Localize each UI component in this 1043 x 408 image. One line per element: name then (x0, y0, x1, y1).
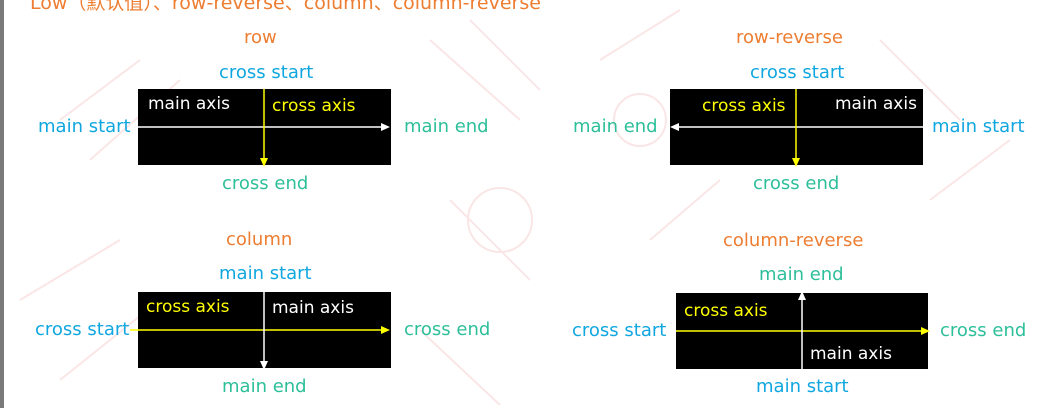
row-reverse-cross-axis-label: cross axis (702, 96, 786, 116)
row-left-label: main start (38, 116, 131, 137)
column-bottom-label: main end (222, 376, 307, 397)
column-reverse-bottom-label: main start (756, 376, 849, 397)
column-main-axis-arrow (260, 292, 268, 370)
row-reverse-cross-axis-arrow (792, 89, 800, 167)
column-reverse-cross-axis-arrow (676, 327, 930, 335)
row-reverse-main-axis-arrow (670, 123, 930, 131)
row-bottom-label: cross end (222, 173, 309, 194)
row-reverse-main-axis-label: main axis (835, 94, 917, 114)
row-reverse-bottom-label: cross end (753, 173, 840, 194)
row-reverse-left-label: main end (573, 116, 658, 137)
column-reverse-cross-axis-label: cross axis (684, 301, 768, 321)
column-right-label: cross end (404, 319, 491, 340)
row-reverse-flex-container: cross axis main axis (670, 89, 930, 167)
column-reverse-main-axis-arrow (798, 291, 806, 369)
row-cross-axis-arrow (260, 89, 268, 167)
row-main-axis-arrow (130, 123, 390, 131)
row-title: row (244, 27, 277, 48)
column-reverse-top-label: main end (759, 264, 844, 285)
row-flex-container: main axis cross axis (130, 89, 391, 167)
column-cross-axis-label: cross axis (146, 297, 230, 317)
row-top-label: cross start (219, 62, 314, 83)
column-reverse-right-label: cross end (940, 320, 1027, 341)
column-reverse-main-axis-label: main axis (810, 344, 892, 364)
row-reverse-title: row-reverse (736, 27, 843, 48)
column-top-label: main start (219, 263, 312, 284)
column-reverse-flex-container: cross axis main axis (676, 291, 930, 369)
slide-edge (0, 0, 4, 408)
header-text: Low（默认值）、row-reverse、column、column-rever… (30, 0, 541, 14)
row-reverse-right-label: main start (932, 116, 1025, 137)
column-main-axis-label: main axis (272, 298, 354, 318)
column-cross-axis-arrow (130, 326, 390, 334)
column-flex-container: cross axis main axis (130, 292, 391, 370)
column-reverse-title: column-reverse (723, 230, 864, 251)
row-reverse-top-label: cross start (750, 62, 845, 83)
column-reverse-left-label: cross start (572, 320, 667, 341)
row-main-axis-label: main axis (148, 94, 230, 114)
row-cross-axis-label: cross axis (272, 96, 356, 116)
column-title: column (226, 229, 293, 250)
column-left-label: cross start (35, 319, 130, 340)
row-right-label: main end (404, 116, 489, 137)
